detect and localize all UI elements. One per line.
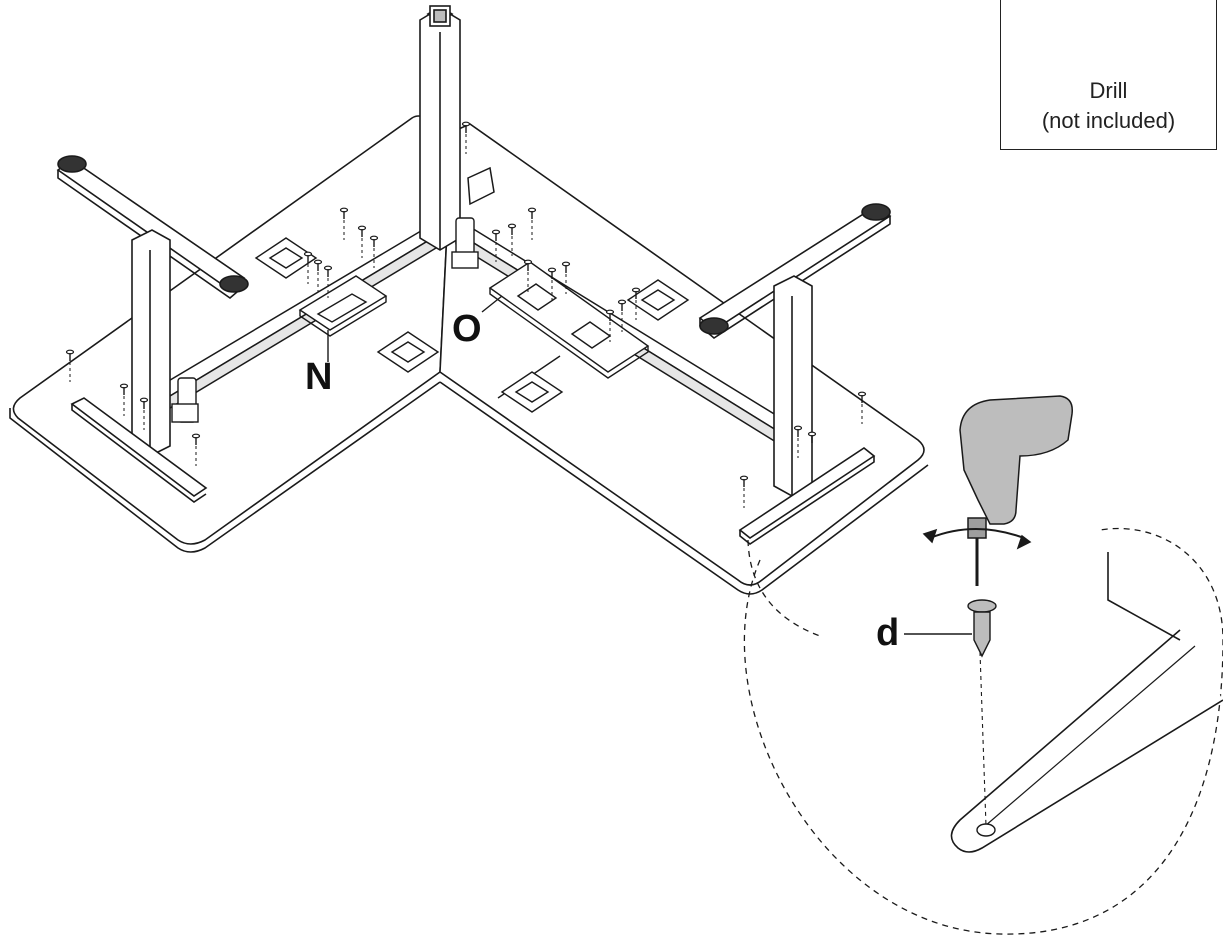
drill-in-use-icon — [922, 395, 1073, 586]
tool-name: Drill — [1089, 78, 1128, 103]
center-leg-column — [419, 5, 461, 251]
bracket-o — [488, 261, 650, 379]
bracket-n — [298, 275, 388, 337]
motor-left — [171, 377, 199, 423]
mounting-plates — [254, 237, 690, 413]
callout-n: N — [305, 356, 333, 398]
callout-d: d — [876, 612, 900, 654]
screw-d-enlarged — [904, 599, 997, 658]
motor-center — [451, 217, 479, 269]
right-leg — [698, 203, 892, 545]
leader-line-o — [481, 295, 503, 313]
tool-requirement-box: Drill (not included) — [1000, 0, 1217, 150]
detail-zoom-circle — [743, 527, 1223, 935]
callout-o: O — [452, 308, 482, 350]
tool-note: (not included) — [1041, 108, 1176, 133]
